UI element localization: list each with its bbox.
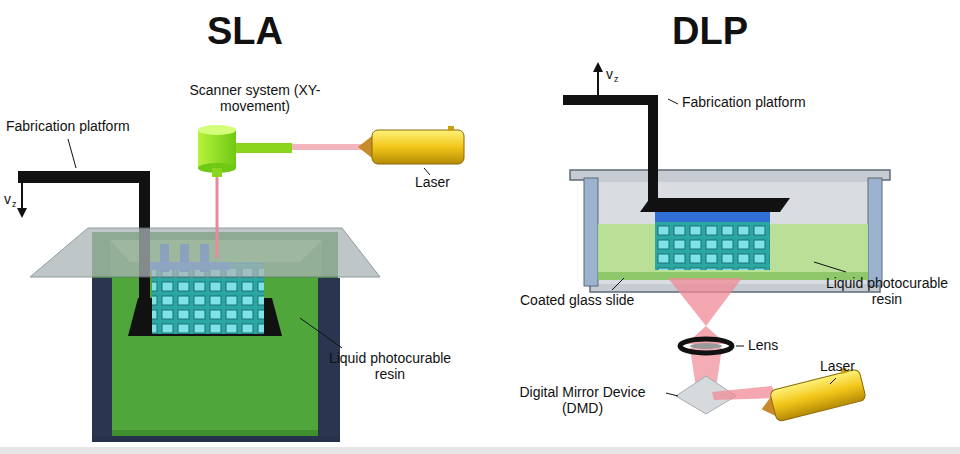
part-label: Laser xyxy=(820,358,880,374)
part-label: Fabrication platform xyxy=(6,118,156,134)
part-label: Digital Mirror Device (DMD) xyxy=(500,384,665,416)
part-label: Liquid photocurable resin xyxy=(320,350,460,382)
section-title: DLP xyxy=(650,10,770,54)
part-label: Fabrication platform xyxy=(682,94,832,110)
part-label: Lens xyxy=(748,337,798,353)
dlp-illustration xyxy=(563,62,890,425)
sla-illustration xyxy=(17,125,464,442)
section-title: SLA xyxy=(185,10,305,54)
bottom-strip xyxy=(0,447,960,454)
part-label: Scanner system (XY-movement) xyxy=(185,82,325,114)
part-label: Liquid photocurable resin xyxy=(818,275,956,307)
part-label: Coated glass slide xyxy=(520,292,650,308)
velocity-subscript: z xyxy=(614,74,624,84)
velocity-subscript: z xyxy=(12,199,22,209)
part-label: Laser xyxy=(415,174,475,190)
